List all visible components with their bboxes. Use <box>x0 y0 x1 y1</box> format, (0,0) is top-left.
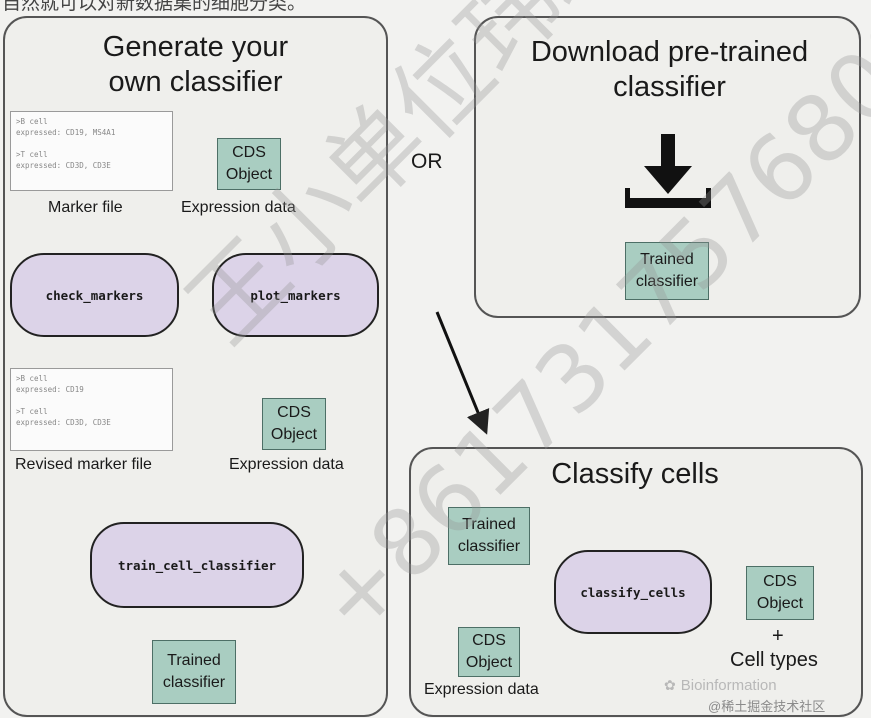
marker-line: expressed: CD19, MS4A1 <box>16 128 116 137</box>
trained-classifier-box-left: Trained classifier <box>152 640 236 704</box>
trained-line1: Trained <box>640 251 694 268</box>
cds-object-box-2: CDS Object <box>262 398 326 450</box>
revised-marker-file-box: >B cell expressed: CD19 >T cell expresse… <box>10 368 173 451</box>
download-title-line2: classifier <box>613 71 726 103</box>
cds-line2: Object <box>756 595 804 612</box>
cds-line1: CDS <box>472 632 506 649</box>
expression-data-label-3: Expression data <box>424 681 539 698</box>
check-markers-node: check_markers <box>10 253 179 337</box>
or-text: OR <box>411 150 443 173</box>
cds-line1: CDS <box>232 144 266 161</box>
cds-object-box-classify-output: CDS Object <box>746 566 814 620</box>
trained-classifier-box-download: Trained classifier <box>625 242 709 300</box>
cds-object-box-classify-input: CDS Object <box>458 627 520 677</box>
trained-classifier-box-classify: Trained classifier <box>448 507 530 565</box>
trained-line2: classifier <box>635 273 699 290</box>
watermark-bioinformation: ✿ Bioinformation <box>664 677 777 694</box>
cds-object-box-1: CDS Object <box>217 138 281 190</box>
marker-line: expressed: CD3D, CD3E <box>16 418 111 427</box>
trained-line2: classifier <box>162 674 226 691</box>
cds-line2: Object <box>225 166 273 183</box>
marker-line <box>16 138 167 149</box>
marker-line: expressed: CD19 <box>16 385 84 394</box>
cds-line1: CDS <box>277 404 311 421</box>
revised-marker-file-label: Revised marker file <box>15 456 152 473</box>
classify-title: Classify cells <box>551 458 719 490</box>
cds-line2: Object <box>270 426 318 443</box>
download-icon <box>625 134 711 208</box>
marker-line: expressed: CD3D, CD3E <box>16 161 111 170</box>
expression-data-label-1: Expression data <box>181 199 296 216</box>
marker-line: >T cell <box>16 150 48 159</box>
marker-line: >B cell <box>16 117 48 126</box>
plot-markers-node: plot_markers <box>212 253 379 337</box>
header-text: 自然就可以对新数据集的细胞分类。 <box>2 0 307 14</box>
arrow-to-classify-panel <box>435 311 490 435</box>
trained-line1: Trained <box>167 652 221 669</box>
marker-file-label: Marker file <box>48 199 123 216</box>
train-cell-classifier-node: train_cell_classifier <box>90 522 304 608</box>
cell-types-label: Cell types <box>730 649 818 671</box>
classify-cells-node: classify_cells <box>554 550 712 634</box>
generate-title-line1: Generate your <box>102 31 289 63</box>
marker-file-box: >B cell expressed: CD19, MS4A1 >T cell e… <box>10 111 173 191</box>
wechat-icon: ✿ <box>664 677 676 693</box>
marker-line: >B cell <box>16 374 48 383</box>
marker-line: >T cell <box>16 407 48 416</box>
watermark-community: @稀土掘金技术社区 <box>708 699 826 714</box>
cds-line1: CDS <box>763 573 797 590</box>
trained-line2: classifier <box>457 538 521 555</box>
trained-line1: Trained <box>462 516 516 533</box>
cds-line2: Object <box>465 654 513 671</box>
marker-line <box>16 395 167 406</box>
generate-title-line2: own classifier <box>108 66 283 98</box>
expression-data-label-2: Expression data <box>229 456 344 473</box>
plus-sign: + <box>772 625 784 647</box>
download-title-line1: Download pre-trained <box>530 36 809 68</box>
bio-text: Bioinformation <box>680 677 777 694</box>
